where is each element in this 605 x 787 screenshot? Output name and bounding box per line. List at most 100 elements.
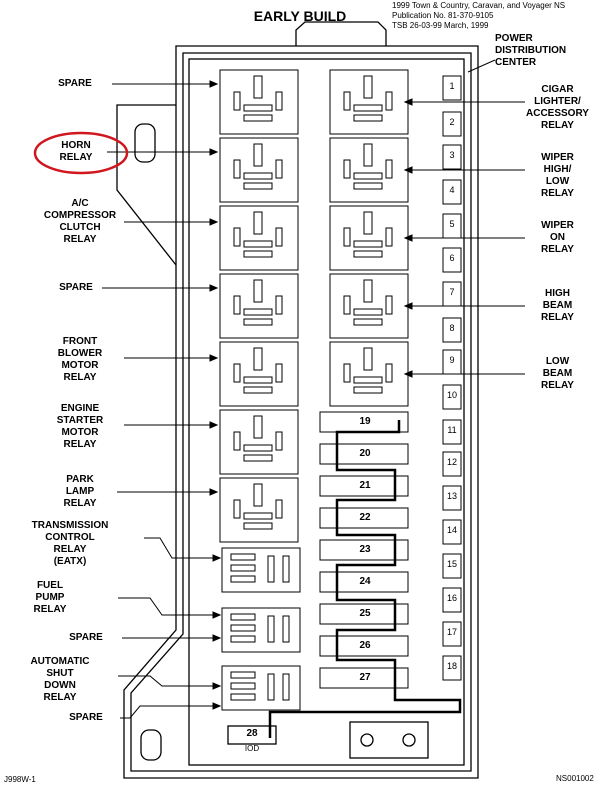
diagram-title: EARLY BUILD	[253, 8, 347, 24]
right-label-5-line-3: RELAY	[541, 380, 574, 391]
cartridge-fuse-24	[319, 571, 409, 593]
relay-right-5	[329, 341, 409, 407]
left-label-11-line-2: SHUT	[46, 668, 74, 679]
cartridge-fuse-label-27: 27	[359, 672, 371, 683]
left-label-12-line-1: SPARE	[69, 712, 103, 723]
left-label-8-line-1: TRANSMISSION	[31, 520, 109, 531]
left-label-11-line-4: RELAY	[43, 692, 77, 703]
fuse-number-15: 15	[446, 559, 457, 569]
cartridge-fuse-label-23: 23	[359, 544, 371, 555]
relay-left-2	[219, 137, 299, 203]
header-line-2: Publication No. 81-370-9105	[392, 11, 494, 20]
fuse-number-8: 8	[449, 323, 455, 333]
cartridge-fuse-label-19: 19	[359, 416, 371, 427]
right-label-5-line-2: BEAM	[542, 368, 573, 379]
left-label-5-line-4: RELAY	[63, 372, 97, 383]
fuse-number-10: 10	[446, 390, 457, 400]
fuse-number-2: 2	[449, 117, 455, 127]
cartridge-fuse-20	[319, 443, 409, 465]
left-label-10-line-1: SPARE	[69, 632, 103, 643]
left-label-3-line-1: A/C	[71, 198, 89, 209]
relay-right-4	[329, 273, 409, 339]
right-label-3-line-1: WIPER	[541, 220, 574, 231]
fuse-box-2	[442, 111, 462, 137]
left-label-7-line-1: PARK	[66, 474, 94, 485]
fuse-number-4: 4	[449, 185, 455, 195]
right-label-1-line-1: CIGAR	[541, 84, 574, 95]
cartridge-fuse-label-26: 26	[359, 640, 371, 651]
fuse-number-6: 6	[449, 253, 455, 263]
right-label-3-line-3: RELAY	[541, 244, 574, 255]
left-label-8-line-2: CONTROL	[45, 532, 95, 543]
right-label-4-line-2: BEAM	[542, 300, 573, 311]
left-label-9-line-2: PUMP	[35, 592, 65, 603]
fuse-number-9: 9	[449, 355, 455, 365]
cartridge-fuse-26	[319, 635, 409, 657]
left-label-9-line-3: RELAY	[33, 604, 67, 615]
left-label-2-line-1: HORN	[61, 140, 91, 151]
fuse-box-15	[442, 553, 462, 579]
fuse-box-10	[442, 384, 462, 410]
fuse-number-11: 11	[447, 425, 457, 435]
left-label-7-line-3: RELAY	[63, 498, 97, 509]
right-label-4-line-1: HIGH	[545, 288, 570, 299]
mini-relay-2	[221, 607, 301, 653]
left-label-5-line-1: FRONT	[62, 336, 98, 347]
fuse-number-12: 12	[446, 457, 457, 467]
right-label-2-line-1: WIPER	[541, 152, 574, 163]
highlight-ellipse	[33, 131, 129, 175]
mini-relay-1	[221, 547, 301, 593]
left-label-6-line-1: ENGINE	[60, 403, 100, 414]
cartridge-fuse-label-20: 20	[359, 448, 371, 459]
left-label-8-line-4: (EATX)	[53, 556, 87, 567]
left-label-9-line-1: FUEL	[36, 580, 64, 591]
fuse-box-13	[442, 485, 462, 511]
cartridge-fuse-25	[319, 603, 409, 625]
fuse-number-14: 14	[446, 525, 457, 535]
relay-left-1	[219, 69, 299, 135]
fuse-box-1	[442, 75, 462, 101]
fuse-box-14	[442, 519, 462, 545]
left-label-1-line-1: SPARE	[58, 78, 92, 89]
left-label-2-line-2: RELAY	[59, 152, 93, 163]
right-label-1-line-4: RELAY	[541, 120, 574, 131]
right-label-3-line-2: ON	[550, 232, 565, 243]
right-label-2-line-2: HIGH/	[543, 164, 572, 175]
pdc-line-3: CENTER	[495, 57, 537, 68]
left-label-6-line-4: RELAY	[63, 439, 97, 450]
left-label-3-line-2: COMPRESSOR	[43, 210, 117, 221]
fuse-box-12	[442, 451, 462, 477]
header-line-1: 1999 Town & Country, Caravan, and Voyage…	[392, 1, 566, 10]
right-label-1-line-2: LIGHTER/	[534, 96, 581, 107]
fuse-box-17	[442, 621, 462, 647]
fuse-box-4	[442, 179, 462, 205]
left-label-3-line-3: CLUTCH	[59, 222, 101, 233]
relay-right-2	[329, 137, 409, 203]
iod-label: IOD	[244, 744, 260, 753]
fuse-number-5: 5	[449, 219, 455, 229]
relay-left-6	[219, 409, 299, 475]
header-line-3: TSB 26-03-99 March, 1999	[392, 21, 489, 30]
relay-left-3	[219, 205, 299, 271]
left-label-8-line-3: RELAY	[53, 544, 87, 555]
relay-left-7	[219, 477, 299, 543]
relay-right-1	[329, 69, 409, 135]
fuse-number-16: 16	[446, 593, 457, 603]
fuse-box-16	[442, 587, 462, 613]
cartridge-fuse-label-24: 24	[359, 576, 371, 587]
relay-left-5	[219, 341, 299, 407]
fuse-28-label: 28	[246, 728, 258, 739]
fuse-number-7: 7	[449, 287, 455, 297]
left-label-11-line-3: DOWN	[44, 680, 76, 691]
fuse-number-17: 17	[446, 627, 457, 637]
right-label-4-line-3: RELAY	[541, 312, 574, 323]
cartridge-fuse-label-25: 25	[359, 608, 371, 619]
fuse-box-18	[442, 655, 462, 681]
fuse-box-6	[442, 247, 462, 273]
fuse-box-11	[442, 419, 462, 445]
cartridge-fuse-22	[319, 507, 409, 529]
cartridge-fuse-label-21: 21	[359, 480, 371, 491]
fuse-number-18: 18	[446, 661, 457, 671]
right-label-2-line-3: LOW	[545, 176, 570, 187]
left-label-5-line-3: MOTOR	[61, 360, 99, 371]
